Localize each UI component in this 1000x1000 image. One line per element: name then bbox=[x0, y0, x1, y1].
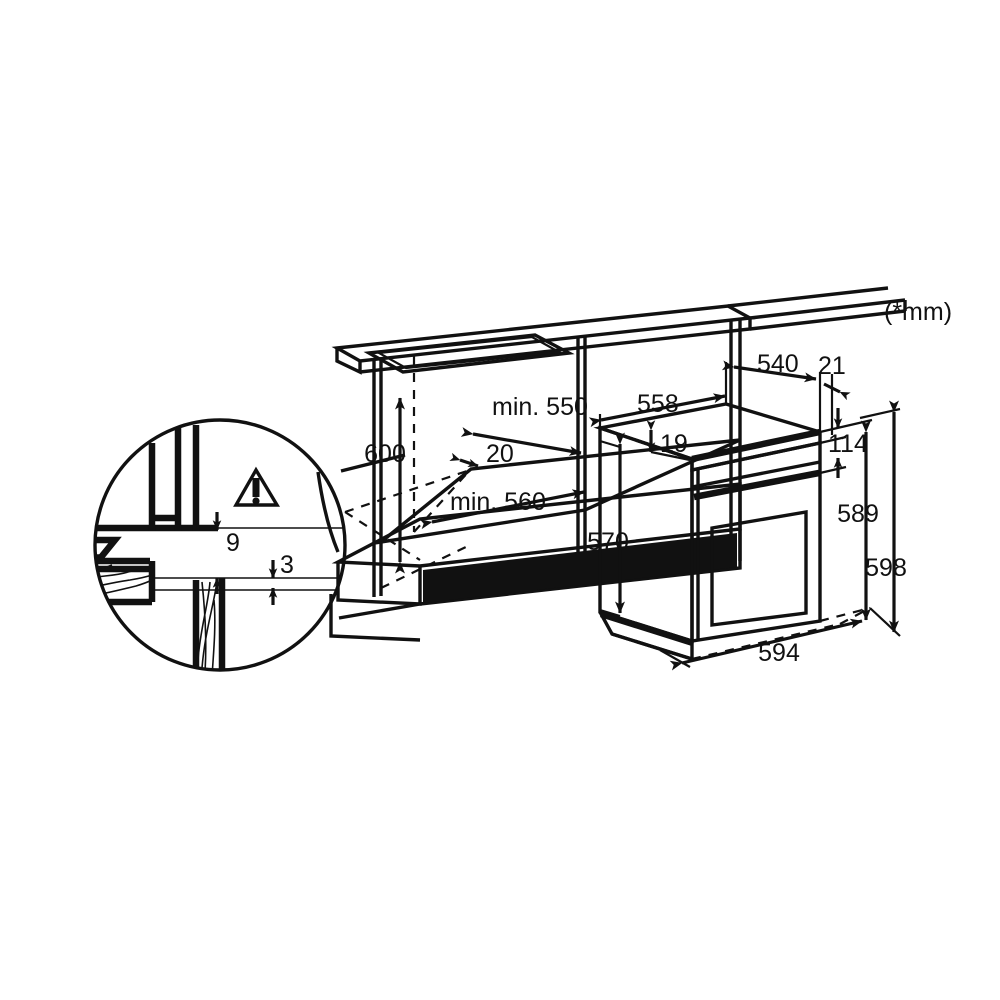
warning-triangle-icon bbox=[233, 466, 281, 507]
dimension-20-label: 20 bbox=[486, 440, 514, 468]
dimension-589: 589 bbox=[819, 418, 879, 621]
dimension-598-label: 598 bbox=[865, 554, 907, 582]
plinth-front-band bbox=[423, 533, 737, 603]
dimension-min-560: min. 560 bbox=[419, 488, 585, 530]
dimension-558-label: 558 bbox=[637, 390, 679, 418]
dimension-min-550: min. 550 bbox=[460, 393, 588, 456]
dimension-558: 558 bbox=[588, 390, 726, 428]
worktop-assembly bbox=[331, 286, 907, 375]
detail-dimension-3: 3 bbox=[268, 551, 294, 605]
dimension-19: 19 bbox=[646, 420, 691, 462]
cabinet-carcass bbox=[316, 318, 742, 642]
footprint-line-top bbox=[819, 606, 871, 623]
dimension-570-label: 570 bbox=[587, 528, 629, 556]
dimension-114-label: 114 bbox=[828, 430, 868, 458]
dimension-594: 594 bbox=[669, 618, 863, 671]
dimension-21: 21 bbox=[818, 352, 851, 435]
wood-grain-right bbox=[197, 581, 218, 670]
dimension-594-label: 594 bbox=[758, 639, 800, 667]
warning-exclamation-dot bbox=[252, 497, 260, 505]
magnified-detail-circle: 9 3 bbox=[93, 418, 347, 672]
detail-dimension-3-label: 3 bbox=[280, 551, 294, 579]
dimension-570: 570 bbox=[587, 432, 629, 618]
dimension-min-550-label: min. 550 bbox=[492, 393, 588, 421]
dimension-600: 600 bbox=[364, 397, 406, 574]
dimension-21-label: 21 bbox=[818, 352, 846, 380]
dimension-598: 598 bbox=[859, 400, 907, 637]
detail-dimension-9-label: 9 bbox=[226, 529, 240, 557]
hidden-line-b bbox=[344, 511, 421, 561]
dimension-589-label: 589 bbox=[837, 500, 879, 528]
warning-exclamation-bar bbox=[252, 478, 260, 497]
detail-callout-leaders bbox=[338, 453, 421, 620]
hidden-line-a bbox=[344, 468, 471, 514]
dimension-19-label: 19 bbox=[660, 430, 688, 458]
dimension-540-label: 540 bbox=[757, 350, 799, 378]
dimension-20: 20 bbox=[449, 440, 514, 468]
dimension-540: 540 bbox=[721, 350, 822, 432]
detail-dimension-9: 9 bbox=[212, 512, 240, 557]
dimension-min-560-label: min. 560 bbox=[450, 488, 546, 516]
hob-cutout bbox=[363, 333, 575, 374]
